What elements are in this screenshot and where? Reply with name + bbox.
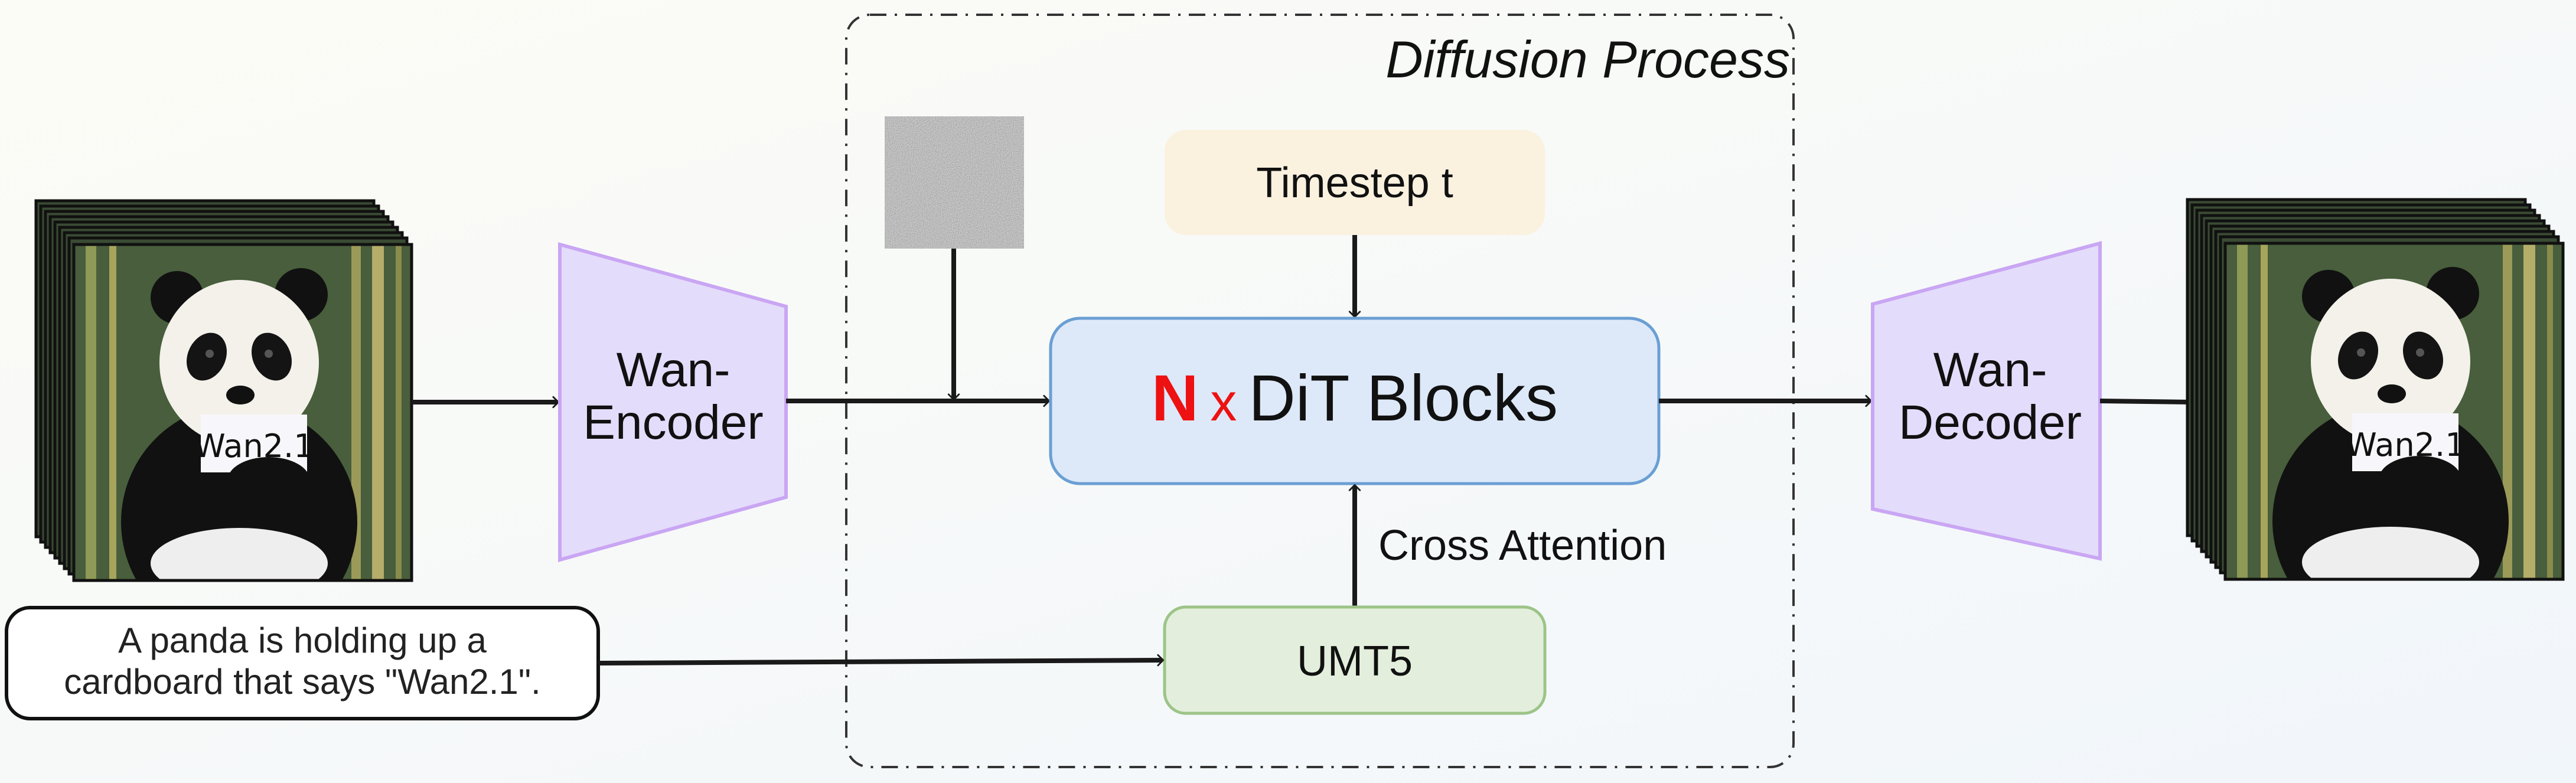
timestep-label: Timestep t (1256, 159, 1453, 207)
encoder-label-line1: Wan- (617, 343, 731, 397)
input-video-frames (34, 199, 413, 582)
diffusion-process-group (845, 14, 1795, 768)
umt5-block (1163, 605, 1547, 715)
dit-x: x (1210, 373, 1237, 432)
timestep-block (1165, 130, 1545, 235)
umt5-label: UMT5 (1297, 638, 1413, 685)
dit-n: N (1152, 362, 1198, 435)
output-video-frames (2186, 198, 2565, 581)
arrow-decoder-to-video (2099, 396, 2194, 409)
encoder-label-line2: Encoder (583, 396, 763, 449)
noise-latent-image (885, 116, 1024, 249)
dit-title: DiT Blocks (1248, 362, 1558, 435)
decoder-label-line1: Wan- (1933, 343, 2047, 397)
decoder-label-line2: Decoder (1899, 396, 2082, 449)
wan-decoder-block (1871, 241, 2102, 561)
wan-encoder-block (558, 242, 788, 562)
diffusion-process-label: Diffusion Process (1385, 30, 1790, 89)
cross-attention-label: Cross Attention (1378, 522, 1667, 569)
arrow-prompt-to-umt5 (598, 654, 1164, 667)
prompt-line2: cardboard that says "Wan2.1". (64, 662, 540, 702)
prompt-line1: A panda is holding up a (118, 621, 487, 660)
